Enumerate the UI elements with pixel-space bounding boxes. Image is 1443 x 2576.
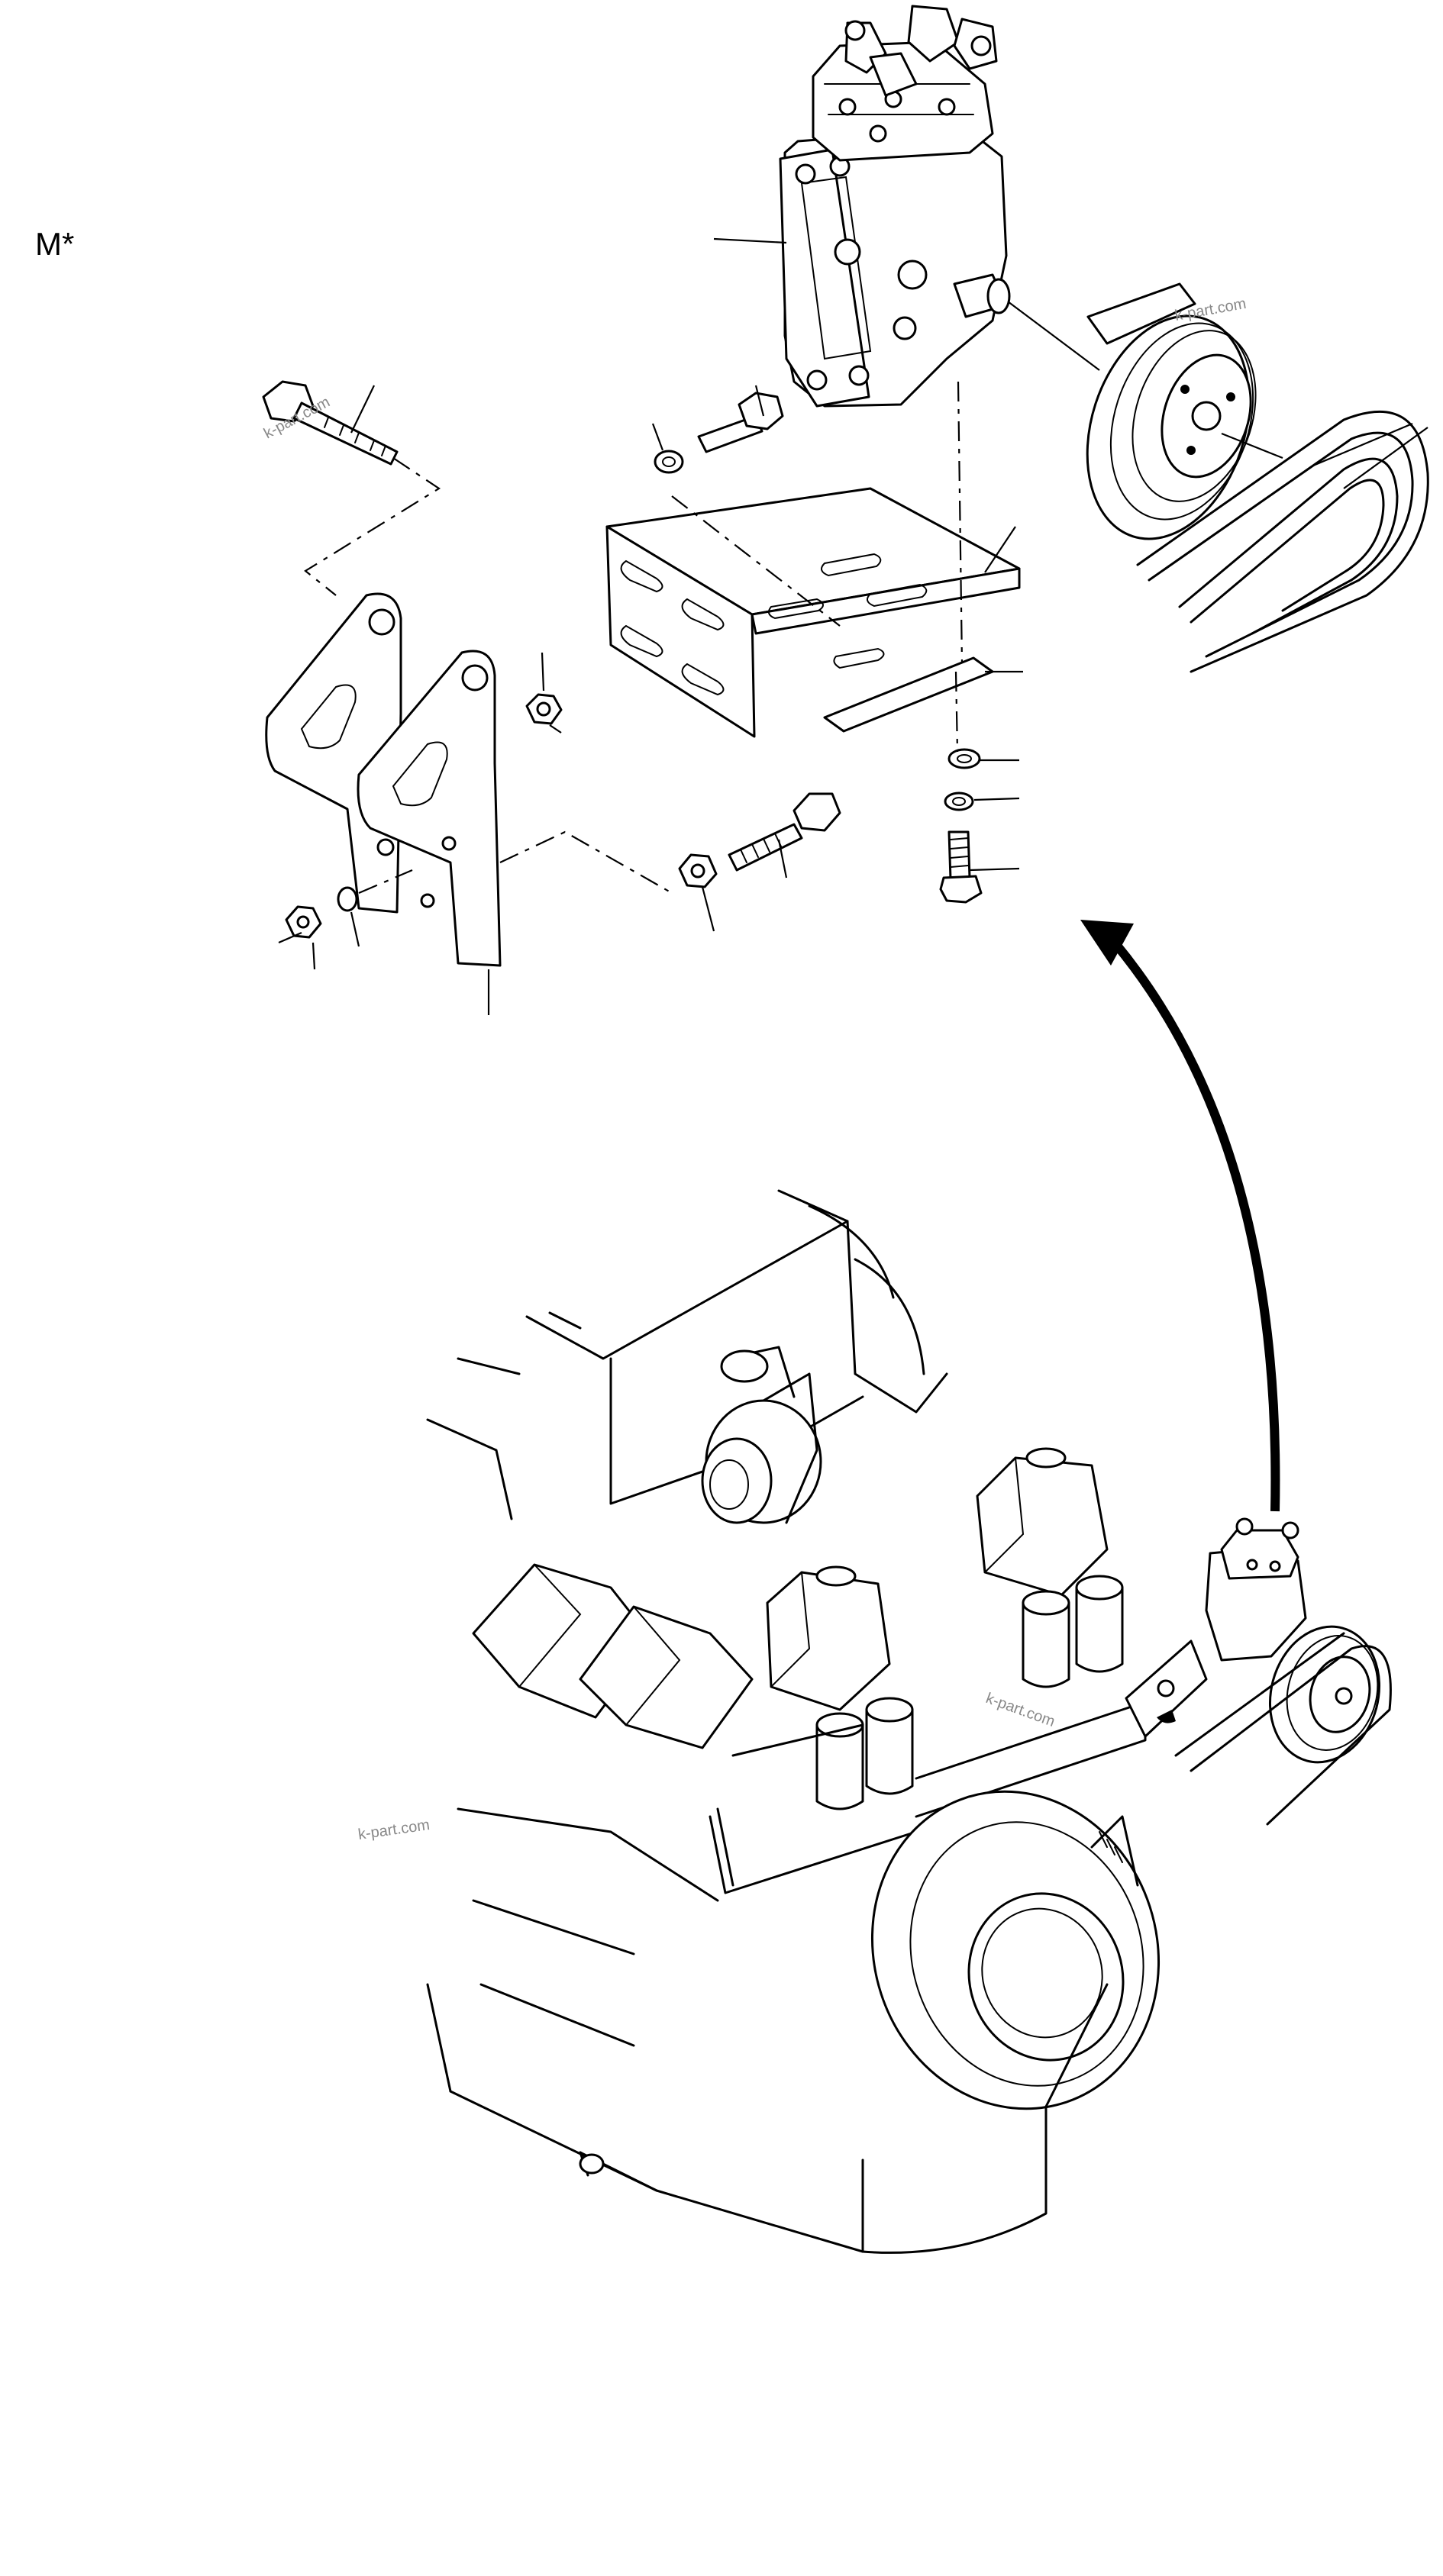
long-bolt xyxy=(262,380,441,596)
assembly-arrow xyxy=(1080,920,1280,1512)
center-bolt-and-nut xyxy=(678,792,841,932)
clutch-pulley xyxy=(1007,282,1283,540)
engine-assembly xyxy=(426,1189,1161,2254)
mounting-plates xyxy=(265,592,673,1015)
watermark-3: k-part.com xyxy=(983,1690,1057,1730)
shim-plate xyxy=(823,656,1023,733)
compressor-bracket xyxy=(605,381,1021,738)
section-label: M* xyxy=(35,226,75,262)
hex-nut-upper xyxy=(525,652,563,733)
washer-and-bolt xyxy=(651,385,784,474)
v-belts xyxy=(1136,410,1429,673)
watermark-4: k-part.com xyxy=(357,1817,431,1843)
compressor-on-engine xyxy=(1125,1517,1392,1826)
compressor xyxy=(713,5,1011,408)
lower-washers-and-bolt xyxy=(939,671,1020,904)
hex-nut-lower-left xyxy=(278,869,413,970)
